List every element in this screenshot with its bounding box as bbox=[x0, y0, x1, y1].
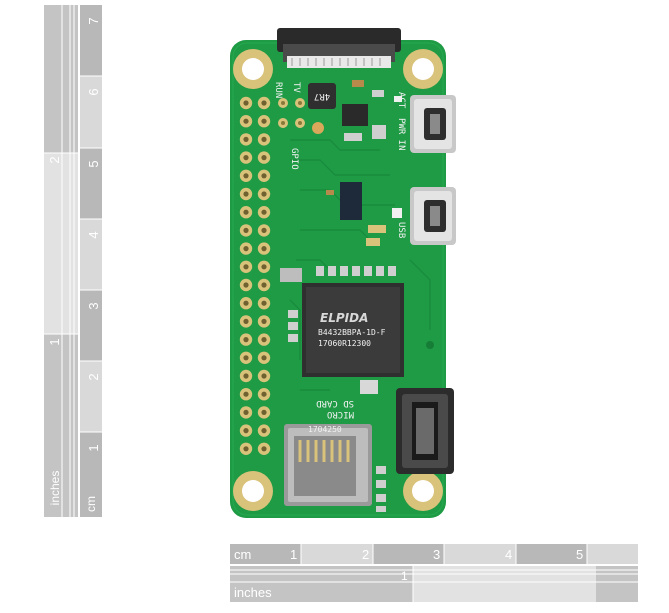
resistor-row bbox=[280, 266, 396, 342]
gpio-pad-hole bbox=[243, 246, 249, 252]
mini-hdmi-port bbox=[396, 388, 454, 474]
test-pad bbox=[312, 122, 324, 134]
gpio-pad-hole bbox=[261, 337, 267, 343]
raspberry-pi-board: RUN TV GPIO ACT PWR IN USB MICRO SD CARD… bbox=[230, 28, 456, 518]
gpio-pad-hole bbox=[243, 173, 249, 179]
silk-micro-label: MICRO bbox=[327, 409, 354, 419]
inductor-marking: 4R7 bbox=[314, 91, 330, 101]
sd-slot-marking: 1704250 bbox=[308, 425, 342, 434]
gpio-pad-hole bbox=[243, 318, 249, 324]
gpio-pad-hole bbox=[261, 246, 267, 252]
ram-brand: ELPIDA bbox=[320, 311, 368, 325]
silk-tv-label: TV bbox=[291, 82, 301, 93]
horizontal-ruler-cm-label: cm bbox=[234, 547, 251, 562]
ram-part-number: B4432BBPA-1D-F bbox=[318, 328, 386, 337]
gpio-pad-hole bbox=[261, 373, 267, 379]
wireless-chip bbox=[340, 182, 362, 220]
ram-date-code: 17060R12300 bbox=[318, 339, 371, 348]
vertical-ruler-cm-1: 1 bbox=[86, 444, 101, 451]
vertical-ruler-inches-label: inches bbox=[48, 471, 62, 506]
silk-sd-card-label: SD CARD bbox=[316, 398, 354, 408]
gpio-pad-hole bbox=[261, 318, 267, 324]
vertical-ruler-cm-6: 6 bbox=[86, 88, 101, 95]
gpio-pad-hole bbox=[261, 264, 267, 270]
vertical-ruler-cm-label: cm bbox=[84, 496, 98, 512]
gpio-header bbox=[239, 96, 271, 455]
horizontal-ruler-inches-label: inches bbox=[234, 585, 272, 600]
vertical-ruler-cm-4: 4 bbox=[86, 231, 101, 238]
gpio-pad-hole bbox=[261, 409, 267, 415]
gpio-pad-hole bbox=[261, 300, 267, 306]
horizontal-ruler-cm-2: 2 bbox=[362, 547, 369, 562]
main-processor: ELPIDA B4432BBPA-1D-F 17060R12300 bbox=[302, 283, 404, 377]
silk-usb-label: USB bbox=[396, 222, 406, 238]
gpio-pad-hole bbox=[261, 428, 267, 434]
vertical-ruler-inch-1: 1 bbox=[47, 338, 62, 345]
horizontal-ruler-cm-1: 1 bbox=[290, 547, 297, 562]
gpio-pad-hole bbox=[243, 391, 249, 397]
vertical-ruler-cm-strip bbox=[80, 5, 102, 517]
gpio-pad-hole bbox=[261, 355, 267, 361]
silk-pwr-in-label: PWR IN bbox=[396, 118, 406, 151]
run-tv-pads bbox=[278, 98, 305, 128]
gpio-pad-hole bbox=[261, 136, 267, 142]
gpio-pad-hole bbox=[261, 173, 267, 179]
vertical-ruler-inch-2: 2 bbox=[47, 156, 62, 163]
gpio-pad-hole bbox=[243, 136, 249, 142]
bottom-passives bbox=[376, 466, 386, 512]
pcb bbox=[230, 40, 446, 518]
vertical-ruler-cm-7: 7 bbox=[86, 17, 101, 24]
gpio-pad-hole bbox=[243, 282, 249, 288]
gpio-pad-hole bbox=[261, 446, 267, 452]
crystal-oscillator bbox=[360, 380, 378, 394]
gpio-pad-hole bbox=[243, 446, 249, 452]
gpio-pad-hole bbox=[261, 209, 267, 215]
vertical-ruler-cm-2: 2 bbox=[86, 373, 101, 380]
horizontal-ruler-inch-1: 1 bbox=[401, 569, 408, 583]
power-inductor: 4R7 bbox=[308, 83, 336, 109]
horizontal-ruler-ticks bbox=[230, 544, 638, 602]
vertical-ruler-cm-5: 5 bbox=[86, 160, 101, 167]
gpio-pad-hole bbox=[243, 100, 249, 106]
camera-connector bbox=[277, 28, 401, 68]
silk-run-label: RUN bbox=[273, 82, 283, 98]
gpio-pad-hole bbox=[243, 209, 249, 215]
gpio-pad-hole bbox=[261, 227, 267, 233]
vertical-ruler: cm 1 2 3 4 5 6 7 inches 1 2 bbox=[44, 5, 102, 517]
gpio-pad-hole bbox=[261, 118, 267, 124]
mounting-holes bbox=[233, 49, 443, 511]
gpio-pad-hole bbox=[243, 428, 249, 434]
vertical-ruler-cm-3: 3 bbox=[86, 302, 101, 309]
gpio-pad-hole bbox=[261, 100, 267, 106]
horizontal-ruler-cm-5: 5 bbox=[576, 547, 583, 562]
gpio-pad-hole bbox=[243, 300, 249, 306]
gpio-pad-hole bbox=[261, 191, 267, 197]
pcb-traces bbox=[289, 139, 431, 391]
horizontal-ruler-cm-3: 3 bbox=[433, 547, 440, 562]
gpio-pad-hole bbox=[261, 282, 267, 288]
gpio-pad-hole bbox=[243, 155, 249, 161]
gpio-pad-hole bbox=[243, 264, 249, 270]
gpio-pad-hole bbox=[261, 391, 267, 397]
gpio-pad-hole bbox=[261, 155, 267, 161]
micro-sd-card-slot: 1704250 bbox=[284, 424, 372, 506]
small-components bbox=[326, 80, 402, 246]
gpio-pad-hole bbox=[243, 337, 249, 343]
horizontal-ruler-cm-4: 4 bbox=[505, 547, 512, 562]
micro-usb-power-port bbox=[410, 95, 456, 153]
horizontal-ruler: cm 1 2 3 4 5 inches 1 bbox=[230, 544, 638, 602]
vertical-ruler-ticks bbox=[44, 5, 102, 517]
gpio-pad-hole bbox=[243, 227, 249, 233]
gpio-pad-hole bbox=[243, 191, 249, 197]
micro-usb-data-port bbox=[410, 187, 456, 245]
gpio-pad-hole bbox=[243, 355, 249, 361]
gpio-pad-hole bbox=[243, 409, 249, 415]
gpio-pad-hole bbox=[243, 118, 249, 124]
silk-gpio-label: GPIO bbox=[289, 148, 299, 170]
gpio-pad-hole bbox=[243, 373, 249, 379]
